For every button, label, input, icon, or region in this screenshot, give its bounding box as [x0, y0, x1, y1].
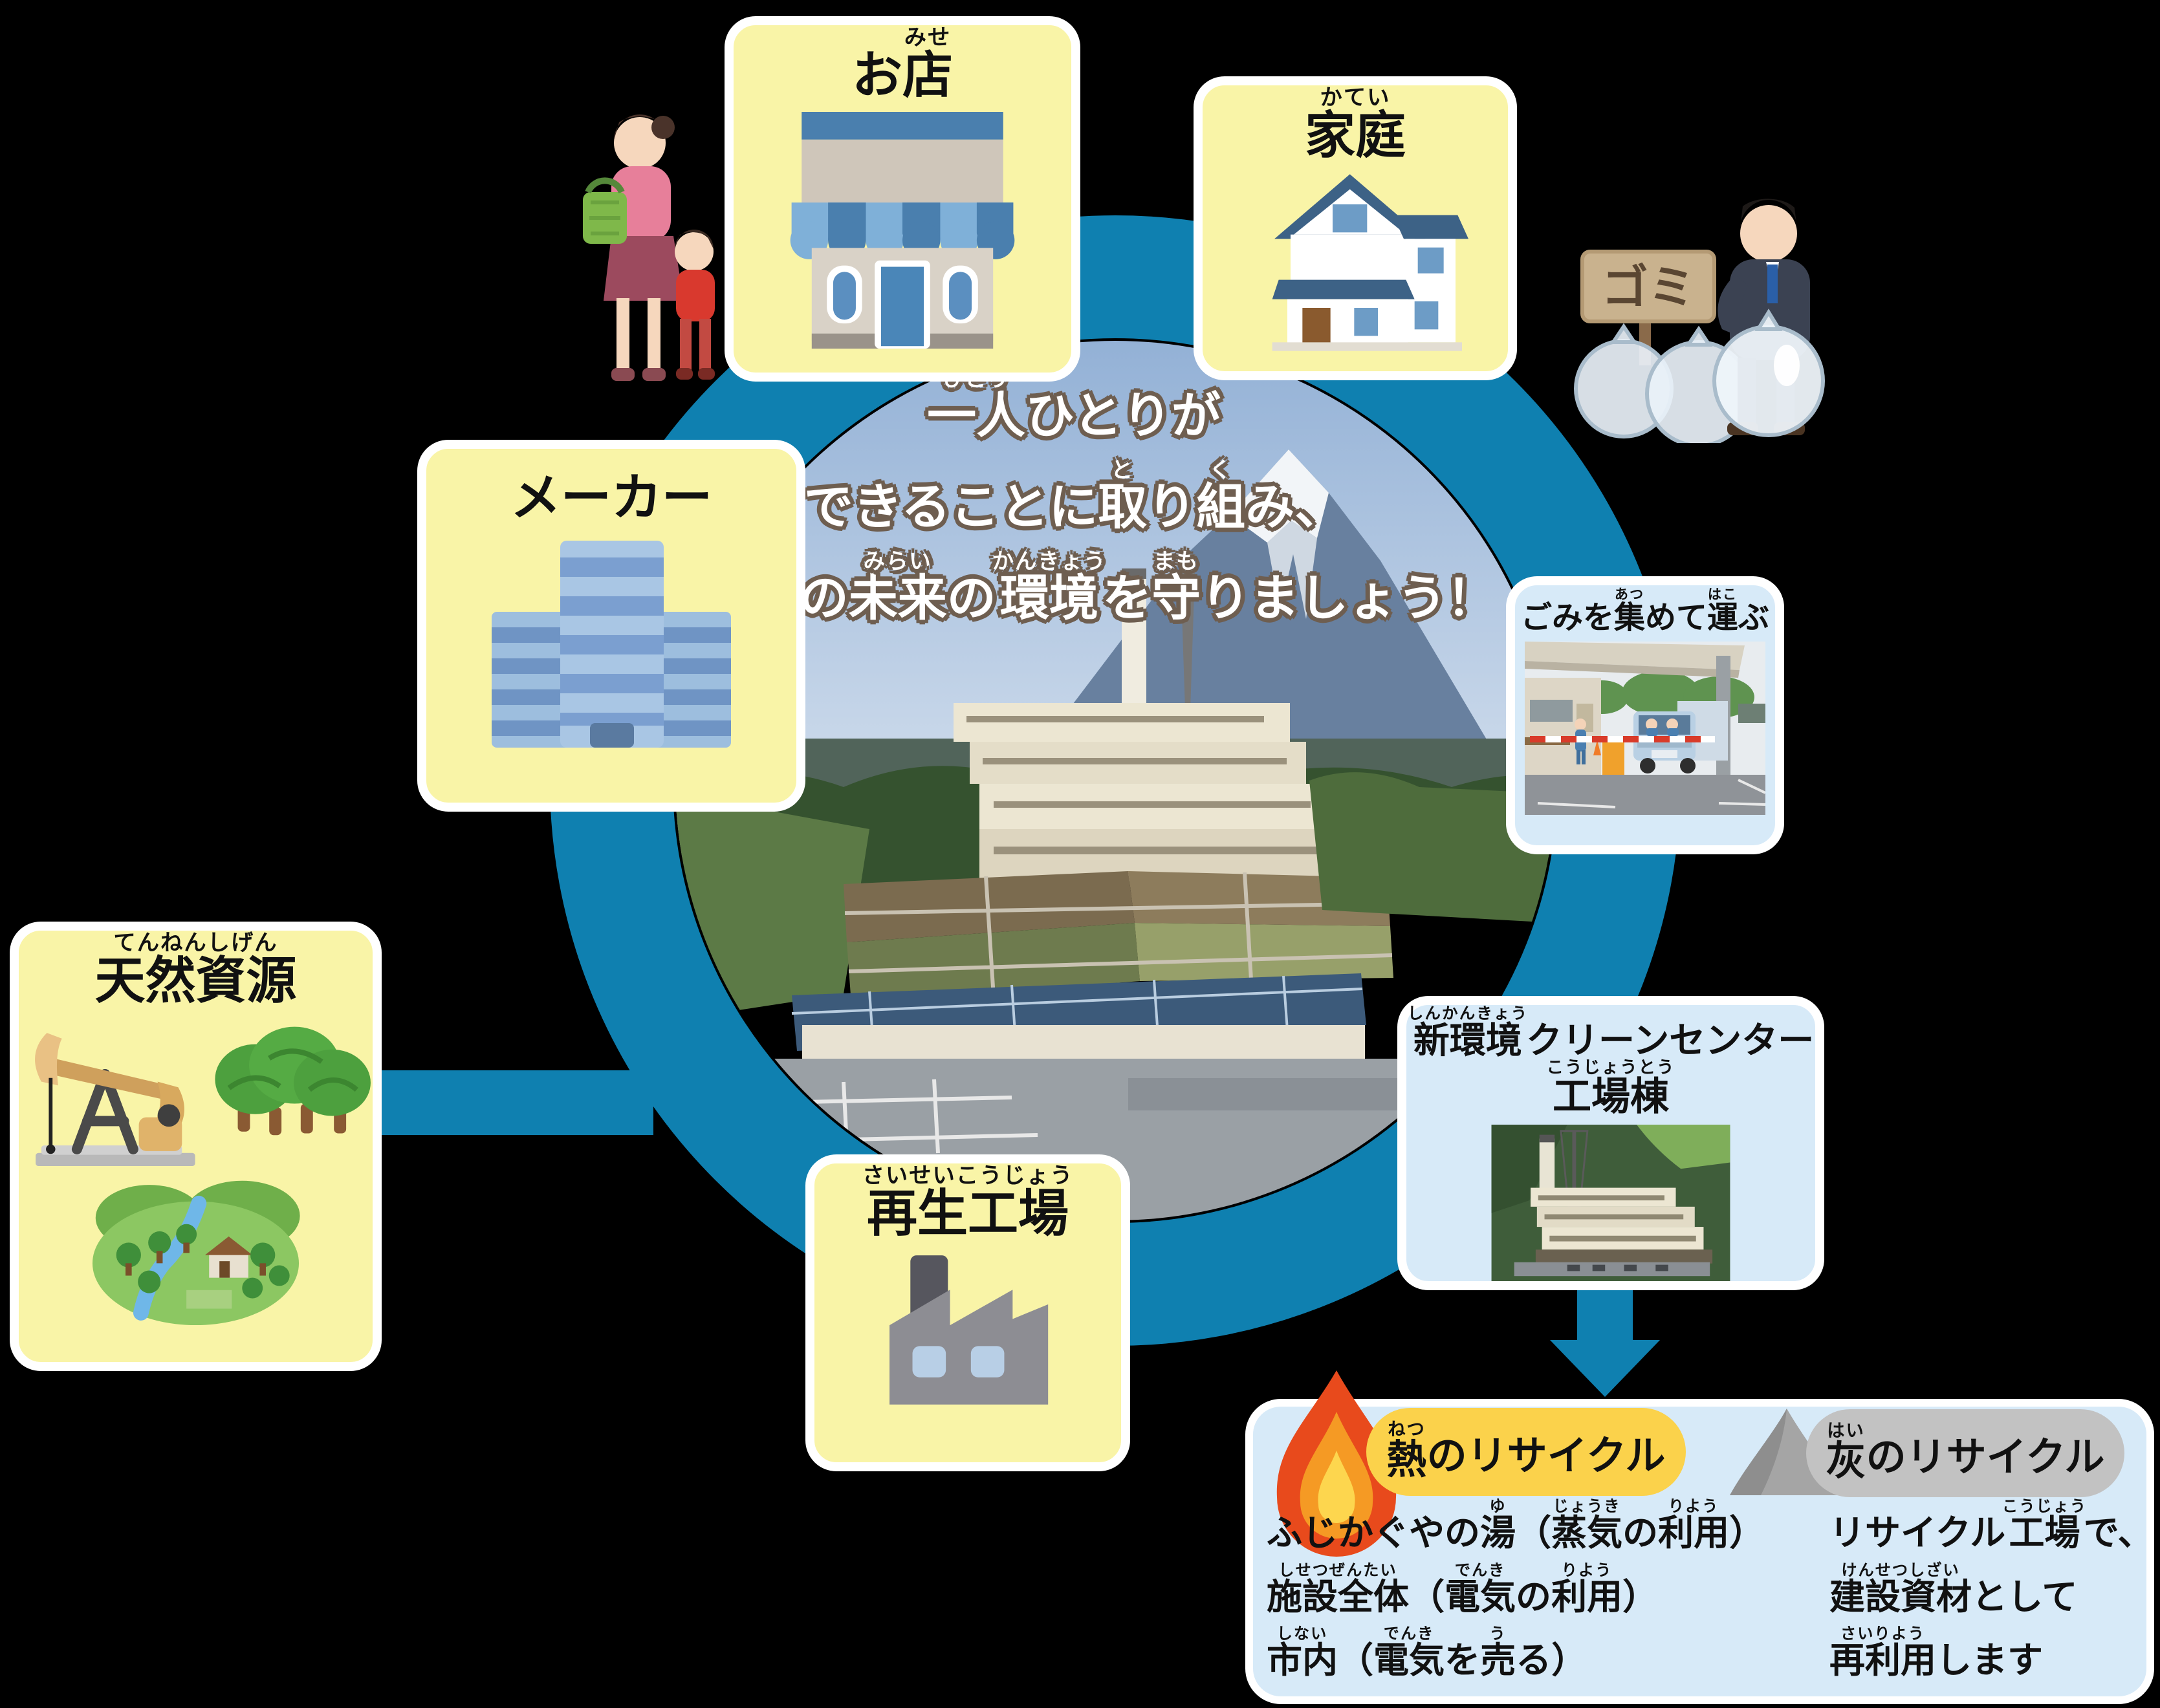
factory-illustration-icon: [889, 1255, 1049, 1405]
countryside-illustration-icon: [92, 1180, 300, 1325]
heat-item-1: ふじかぐやの湯ゆ（蒸気じょうきの利用りよう）: [1267, 1498, 1765, 1553]
down-arrow-shaft: [1577, 1284, 1633, 1343]
ash-item-3: 再利用さいりようします: [1829, 1625, 2044, 1681]
clean-center-title-line2: 工場棟こうじょうとう: [1546, 1057, 1675, 1118]
down-arrow-icon: [1550, 1340, 1660, 1397]
child-figure: [675, 230, 715, 380]
center-aerial-photo: [675, 341, 1555, 1220]
ash-item-1: リサイクル工場こうじょうで、: [1829, 1498, 2154, 1553]
heat-recycle-pill: 熱ねつのリサイクル: [1366, 1408, 1686, 1496]
clean-center-building-photo: [1491, 1125, 1730, 1281]
flame-icon: [1276, 1370, 1397, 1557]
resources-connector: [375, 1070, 653, 1135]
card-collect-garbage-title: ごみを集あつめて運はこぶ: [1520, 587, 1770, 635]
card-maker: メーカー: [417, 440, 805, 812]
heat-item-3: 市内しない（電気でんきを売うる）: [1267, 1625, 1587, 1681]
card-clean-center: 新環境しんかんきょうクリーンセンター 工場棟こうじょうとう: [1397, 996, 1824, 1290]
resources-illustrations-row1: [19, 1016, 373, 1168]
ash-item-2: 建設資材けんせつしざいとして: [1829, 1561, 2078, 1617]
clean-center-title-line1: 新環境しんかんきょうクリーンセンター: [1407, 1005, 1815, 1061]
ash-recycle-pill: 灰はいのリサイクル: [1806, 1409, 2124, 1497]
oil-pump-illustration-icon: [34, 1032, 195, 1166]
card-collect-garbage: ごみを集あつめて運はこぶ: [1506, 576, 1784, 854]
center-message-line-2: できることに取とり組くみ、: [803, 459, 1344, 535]
card-maker-title: メーカー: [510, 469, 712, 526]
hidden-caption-collect: 家庭かていから出だされる ごみを集あつめて、 運はこびます: [1844, 637, 2123, 817]
card-clean-center-title: 新環境しんかんきょうクリーンセンター 工場棟こうじょうとう: [1401, 1005, 1821, 1121]
card-recycle-plant: 再生工場さいせいこうじょう: [805, 1154, 1130, 1471]
card-natural-resources-title: 天然資源てんねんしげん: [94, 931, 297, 1009]
card-natural-resources: 天然資源てんねんしげん: [10, 922, 382, 1371]
trash-bag-front: [1712, 308, 1825, 437]
card-recycle-plant-title: 再生工場さいせいこうじょう: [862, 1163, 1074, 1242]
aerial-photo-graphic: [675, 341, 1555, 1220]
shop-illustration-icon: [790, 111, 1015, 349]
office-building-illustration-icon: [492, 540, 731, 748]
card-shop-title: お店みせ: [851, 25, 954, 103]
mother-figure: [583, 114, 684, 381]
card-shop: お店みせ: [725, 16, 1080, 382]
garbage-truck-gate-photo: [1525, 642, 1765, 816]
hidden-caption-recycle-plant: 資源しげんをリサイクルして 原料げんりょうに戻もどし、 製品せいひんをつくります…: [744, 1481, 1091, 1661]
gomi-sign: ゴミ: [1580, 250, 1716, 365]
forest-illustration-icon: [214, 1026, 371, 1136]
heat-recycle-items: ふじかぐやの湯ゆ（蒸気じょうきの利用りよう） 施設全体しせつぜんたい（電気でんき…: [1267, 1498, 1765, 1688]
card-home: 家庭かてい: [1194, 76, 1517, 380]
card-home-title: 家庭かてい: [1304, 85, 1406, 164]
center-message-line-3: 富士市ふじしの未来みらいの環境かんきょうを守まもりましょう！: [652, 550, 1496, 627]
ash-recycle-items: リサイクル工場こうじょうで、 建設資材けんせつしざいとして 再利用さいりようしま…: [1829, 1498, 2154, 1688]
house-illustration-icon: [1272, 174, 1468, 351]
gomi-sign-label: ゴミ: [1602, 262, 1695, 314]
businessman-with-trash-bags-illustration-icon: ゴミ: [1574, 199, 1825, 443]
mother-and-child-illustration-icon: [583, 114, 715, 381]
heat-item-2: 施設全体しせつぜんたい（電気でんきの利用りよう）: [1267, 1561, 1659, 1617]
